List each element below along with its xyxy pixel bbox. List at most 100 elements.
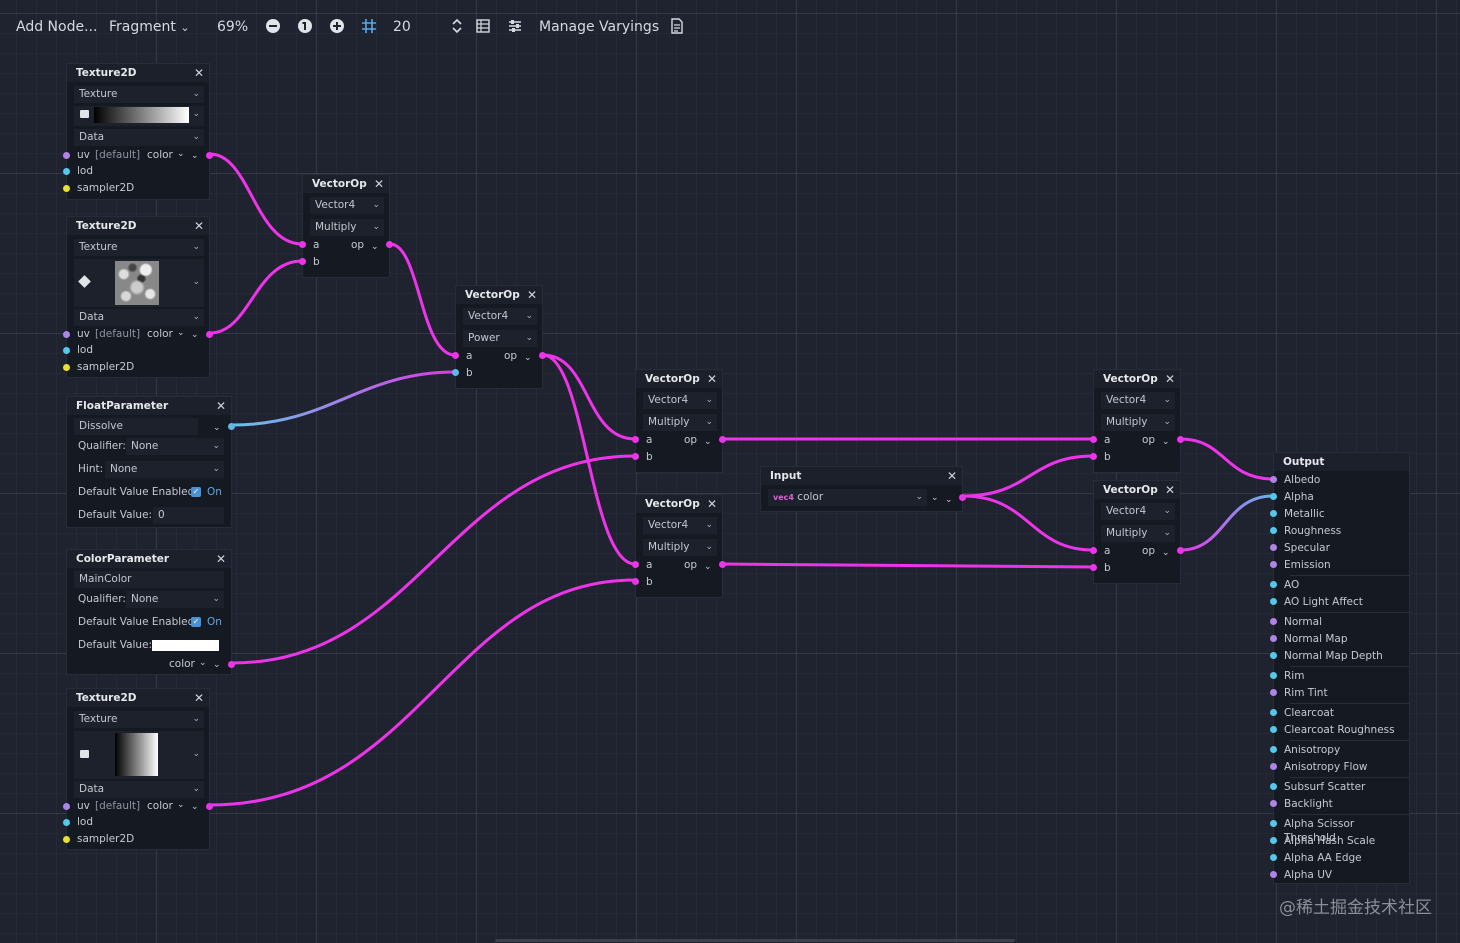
expand-output-icon[interactable]: ⌄ [371,242,379,252]
wire-vop5-to-albedo[interactable] [1179,437,1275,481]
output-port-dot-1[interactable] [1270,493,1277,500]
b-input-port[interactable] [452,369,459,376]
uv-input-port[interactable] [63,331,70,338]
close-icon[interactable]: ✕ [706,497,718,511]
snap-grid-icon[interactable] [361,18,377,34]
output-port-dot-20[interactable] [1270,837,1277,844]
expand-output-icon[interactable]: ⌄ [213,660,221,670]
snap-distance-value[interactable]: 20 [393,19,411,35]
close-icon[interactable]: ✕ [193,691,205,705]
vector-type-select[interactable]: Vector4⌄ [643,517,717,534]
wire-input-to-vop6-a[interactable] [961,494,1095,552]
b-input-port[interactable] [1090,453,1097,460]
color-output-port[interactable] [228,661,235,668]
a-input-port[interactable] [632,561,639,568]
wire-tex2-to-vop1-b[interactable] [208,259,304,335]
expand-output-icon[interactable]: ⌄ [945,495,953,505]
close-icon[interactable]: ✕ [526,288,538,302]
expand-output-icon[interactable]: ⌄ [524,353,532,363]
updown-arrows-icon[interactable] [449,18,465,34]
wire-vop2-to-vop3-a[interactable] [541,353,637,441]
output-port-dot-21[interactable] [1270,854,1277,861]
node-title[interactable]: Texture2D [67,689,209,707]
shader-code-icon[interactable] [669,18,685,34]
parameter-name-field[interactable]: MainColor [74,571,224,588]
sampler-input-port[interactable] [63,364,70,371]
uv-input-port[interactable] [63,803,70,810]
lod-input-port[interactable] [63,168,70,175]
operator-select[interactable]: Multiply⌄ [1101,525,1175,542]
output-port-dot-19[interactable] [1270,820,1277,827]
vectorop-node-5[interactable]: VectorOp ✕ Vector4⌄ Multiply⌄ a op ⌄ b [1090,369,1184,473]
color-parameter-node[interactable]: ColorParameter ✕ MainColor Qualifier: No… [66,549,235,675]
output-port-dot-2[interactable] [1270,510,1277,517]
texture-picker[interactable]: ⌄ [74,106,204,126]
qualifier-select[interactable]: None⌄ [126,591,224,608]
texture-type-select[interactable]: Data⌄ [74,309,204,326]
texture2d-node-1[interactable]: Texture2D ✕ Texture⌄ ⌄ Data⌄ uv [default… [63,63,213,200]
vectorop-node-2[interactable]: VectorOp ✕ Vector4⌄ Power⌄ a op ⌄ b [452,285,546,389]
operator-select[interactable]: Multiply⌄ [643,414,717,431]
operator-select[interactable]: Multiply⌄ [1101,414,1175,431]
color-output-port[interactable] [959,494,966,501]
b-input-port[interactable] [299,258,306,265]
expand-output-icon[interactable]: ⌄ [704,437,712,447]
float-output-port[interactable] [228,423,235,430]
close-icon[interactable]: ✕ [215,399,227,413]
zoom-in-icon[interactable] [329,18,345,34]
a-input-port[interactable] [299,241,306,248]
wire-tex3-to-vop4-b[interactable] [208,578,637,807]
op-output-port[interactable] [539,352,546,359]
expand-output-icon[interactable]: ⌄ [704,562,712,572]
chevron-down-icon[interactable]: ⌄ [177,149,185,159]
wire-color-to-vop3-b[interactable] [230,454,637,665]
output-port-dot-9[interactable] [1270,635,1277,642]
wire-tex1-to-vop1-a[interactable] [208,152,304,246]
output-port-dot-15[interactable] [1270,746,1277,753]
wire-vop6-to-alpha[interactable] [1179,494,1275,552]
output-port-dot-7[interactable] [1270,598,1277,605]
sampler-input-port[interactable] [63,836,70,843]
chevron-down-icon[interactable]: ⌄ [177,328,185,338]
operator-select[interactable]: Multiply⌄ [310,219,384,236]
add-node-button[interactable]: Add Node... [16,19,98,35]
shader-mode-select[interactable]: Fragment ⌄ [109,16,190,38]
output-port-dot-8[interactable] [1270,618,1277,625]
texture2d-node-2[interactable]: Texture2D ✕ Texture⌄ ⌄ Data⌄ uv [default… [63,216,213,378]
wire-vop4-to-vop6-b[interactable] [721,562,1095,569]
texture-source-select[interactable]: Texture⌄ [74,239,204,256]
b-input-port[interactable] [632,578,639,585]
output-port-dot-0[interactable] [1270,476,1277,483]
default-enabled-checkbox[interactable]: ✓ [191,487,201,497]
manage-varyings-button[interactable]: Manage Varyings [539,19,660,35]
texture2d-node-3[interactable]: Texture2D ✕ Texture⌄ ⌄ Data⌄ uv [default… [63,688,213,850]
a-input-port[interactable] [452,352,459,359]
vector-type-select[interactable]: Vector4⌄ [1101,392,1175,409]
texture-picker[interactable]: ⌄ [74,731,204,779]
a-input-port[interactable] [632,436,639,443]
output-port-dot-16[interactable] [1270,763,1277,770]
node-title[interactable]: ColorParameter [67,550,231,568]
output-port-dot-22[interactable] [1270,871,1277,878]
output-port-dot-14[interactable] [1270,726,1277,733]
output-port-dot-10[interactable] [1270,652,1277,659]
close-icon[interactable]: ✕ [215,552,227,566]
a-input-port[interactable] [1090,547,1097,554]
node-title[interactable]: VectorOp [636,370,722,388]
output-port-dot-17[interactable] [1270,783,1277,790]
node-title[interactable]: VectorOp [303,175,389,193]
node-title[interactable]: Output [1274,453,1409,471]
chevron-down-icon[interactable]: ⌄ [931,493,939,503]
zoom-reset-icon[interactable] [297,18,313,34]
b-input-port[interactable] [1090,564,1097,571]
parameter-name-field[interactable]: Dissolve [74,418,198,435]
op-output-port[interactable] [386,241,393,248]
vectorop-node-6[interactable]: VectorOp ✕ Vector4⌄ Multiply⌄ a op ⌄ b [1090,480,1184,584]
close-icon[interactable]: ✕ [706,372,718,386]
a-input-port[interactable] [1090,436,1097,443]
vectorop-node-3[interactable]: VectorOp ✕ Vector4⌄ Multiply⌄ a op ⌄ b [632,369,726,473]
wire-vop2-to-vop4-a[interactable] [541,353,637,566]
zoom-level[interactable]: 69% [217,19,249,35]
texture-type-select[interactable]: Data⌄ [74,781,204,798]
